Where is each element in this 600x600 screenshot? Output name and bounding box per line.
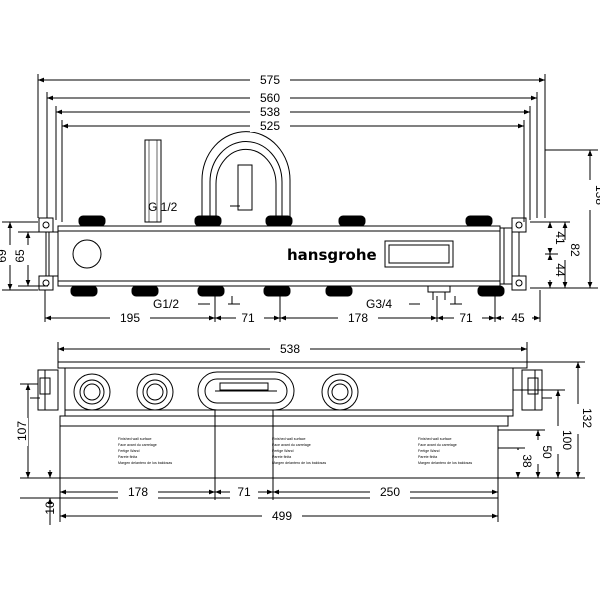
dim-525: 525	[260, 119, 280, 133]
strip-label-block-center: Finished wall surface Face avant du carr…	[272, 437, 326, 465]
dim-100: 100	[560, 430, 574, 450]
svg-text:Parete finita: Parete finita	[272, 455, 291, 459]
display-window	[384, 240, 454, 268]
svg-text:Fertige Wand: Fertige Wand	[272, 449, 293, 453]
dim-178-front: 178	[128, 485, 148, 499]
dim-65: 65	[13, 249, 27, 263]
top-overall-dimensions	[37, 74, 546, 222]
front-right-dim-labels: 132 100 50 38	[511, 404, 594, 472]
svg-text:Fertige Wand: Fertige Wand	[418, 449, 439, 453]
dim-195: 195	[120, 311, 140, 325]
svg-text:Fertige Wand: Fertige Wand	[118, 449, 139, 453]
dim-575: 575	[260, 73, 280, 87]
g34-outlet	[427, 285, 451, 300]
dim-560: 560	[260, 91, 280, 105]
svg-text:Parete finita: Parete finita	[118, 455, 137, 459]
front-left-dim-labels: 107 10	[14, 418, 57, 515]
top-right-dim-labels: 138 82 41 44	[543, 180, 600, 280]
dim-71-b: 71	[459, 311, 473, 325]
dim-45: 45	[511, 311, 525, 325]
dim-71-front: 71	[237, 485, 251, 499]
brand-logo: hansgrohe	[287, 246, 377, 264]
svg-text:Face avant du carrelage: Face avant du carrelage	[118, 443, 157, 447]
bottom-connectors	[70, 285, 505, 297]
svg-text:Margen delantero de los baldos: Margen delantero de los baldosas	[418, 461, 472, 465]
dim-499: 499	[272, 509, 292, 523]
dim-82: 82	[568, 243, 582, 257]
thread-label-top: G 1/2	[148, 200, 178, 214]
top-dial	[72, 239, 102, 269]
strip-label-block-right: Finished wall surface Face avant du carr…	[418, 437, 472, 465]
front-bottom-dim-labels: 178 71 250 499	[118, 485, 410, 523]
dim-538-front: 538	[280, 342, 300, 356]
front-main-body	[57, 361, 528, 427]
dim-138: 138	[593, 185, 600, 205]
front-knobs	[73, 371, 359, 411]
svg-text:Finished wall surface: Finished wall surface	[118, 437, 152, 441]
dim-44: 44	[553, 263, 567, 277]
dim-50: 50	[540, 445, 554, 459]
thread-label-g34: G3/4	[366, 297, 392, 311]
spout-outlet	[144, 131, 291, 223]
svg-text:Finished wall surface: Finished wall surface	[418, 437, 452, 441]
top-main-body	[57, 225, 513, 287]
dim-538-top: 538	[260, 105, 280, 119]
strip-label-block-left: Finished wall surface Face avant du carr…	[118, 437, 172, 465]
dim-41: 41	[553, 231, 567, 245]
top-bottom-dim-labels: 195 G1/2 71 178 G3/4 71 45	[110, 297, 532, 325]
dim-69: 69	[0, 249, 9, 263]
dim-178-top: 178	[348, 311, 368, 325]
dim-38: 38	[520, 454, 534, 468]
top-connectors	[78, 215, 493, 227]
svg-text:Parete finita: Parete finita	[418, 455, 437, 459]
front-left-dimensions	[20, 383, 60, 525]
front-left-bracket	[30, 369, 59, 411]
left-bracket	[38, 217, 59, 291]
svg-text:Face avant du carrelage: Face avant du carrelage	[272, 443, 311, 447]
dim-132: 132	[580, 408, 594, 428]
dim-250: 250	[380, 485, 400, 499]
svg-text:Finished wall surface: Finished wall surface	[272, 437, 306, 441]
svg-text:Margen delantero de los baldos: Margen delantero de los baldosas	[118, 461, 172, 465]
thread-label-g12: G1/2	[153, 297, 179, 311]
svg-text:Face avant du carrelage: Face avant du carrelage	[418, 443, 457, 447]
dim-10: 10	[43, 501, 57, 515]
svg-text:Margen delantero de los baldos: Margen delantero de los baldosas	[272, 461, 326, 465]
finished-wall-strip	[59, 425, 499, 499]
dim-71-a: 71	[241, 311, 255, 325]
top-left-dim-labels: 69 65	[0, 245, 35, 265]
right-bracket	[511, 217, 527, 291]
dim-107: 107	[15, 421, 29, 441]
